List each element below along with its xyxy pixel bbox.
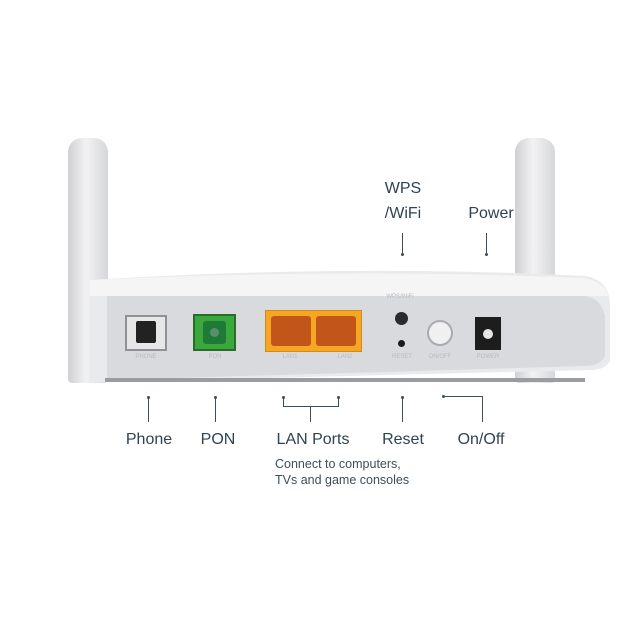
phone-port <box>125 315 167 351</box>
power-callout: Power <box>468 205 514 222</box>
phone-callout: Phone <box>125 431 173 448</box>
lan2-port <box>316 316 356 346</box>
wps-device-label: WPS/WiFi <box>386 294 414 300</box>
lan-description-line2: TVs and game consoles <box>275 473 410 487</box>
pon-port <box>193 314 236 351</box>
reset-device-label: RESET <box>391 354 413 360</box>
wps-button <box>395 312 408 325</box>
pon-callout: PON <box>200 431 236 448</box>
onoff-button <box>427 320 453 346</box>
onoff-device-label: ON/OFF <box>428 354 452 360</box>
phone-device-label: PHONE <box>135 354 157 360</box>
lan2-device-label: LAN2 <box>337 354 353 360</box>
wps-callout-line2: /WiFi <box>384 205 422 222</box>
power-jack <box>475 317 501 350</box>
wps-callout-line1: WPS <box>384 180 422 197</box>
power-device-label: POWER <box>476 354 500 360</box>
onoff-callout: On/Off <box>457 431 505 448</box>
lan-ports <box>265 310 362 352</box>
lan1-port <box>271 316 311 346</box>
lan-callout: LAN Ports <box>276 431 350 448</box>
lan1-device-label: LAN1 <box>282 354 298 360</box>
pon-device-label: PON <box>208 354 222 360</box>
reset-callout: Reset <box>382 431 424 448</box>
reset-button <box>398 340 405 347</box>
lan-description-line1: Connect to computers, <box>275 457 401 471</box>
